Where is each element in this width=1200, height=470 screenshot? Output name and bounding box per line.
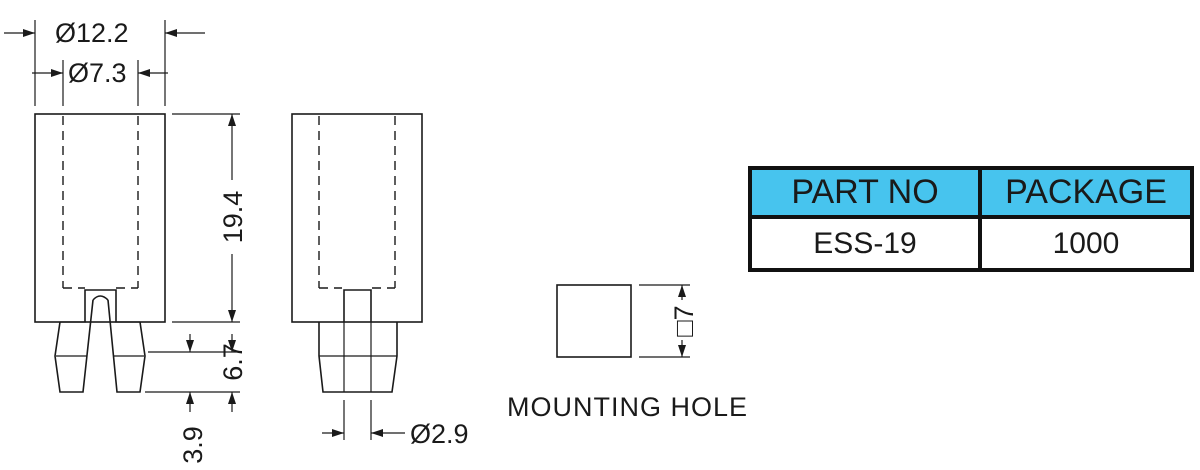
side-view <box>291 113 423 393</box>
dim-pin-diameter: Ø2.9 <box>322 400 469 449</box>
outer-diameter-label: Ø12.2 <box>55 18 129 48</box>
pin-diameter-label: Ø2.9 <box>410 419 469 449</box>
mounting-hole-square <box>556 284 632 358</box>
side-view-body <box>291 113 423 323</box>
table-header-row: PART NO PACKAGE <box>752 170 1190 219</box>
parts-table: PART NO PACKAGE ESS-19 1000 <box>748 166 1194 272</box>
table-row: ESS-19 1000 <box>752 219 1190 268</box>
front-view-slot <box>84 289 117 322</box>
front-view-right-leg <box>107 299 146 393</box>
dim-body-height: 19.4 <box>172 113 248 323</box>
table-cell-package: 1000 <box>982 219 1190 268</box>
dim-outer-diameter: Ø12.2 <box>4 18 205 106</box>
side-view-pin <box>318 322 398 393</box>
dim-leg-height: 6.7 <box>145 334 248 412</box>
tip-height-label: 3.9 <box>178 426 208 464</box>
front-view-left-leg <box>54 299 94 393</box>
table-header-package: PACKAGE <box>982 170 1190 215</box>
front-view-body <box>34 113 166 323</box>
table-header-part-no: PART NO <box>752 170 982 215</box>
hole-size-label: □7 <box>669 305 699 336</box>
dim-tip-height: 3.9 <box>178 392 208 464</box>
table-cell-part-no: ESS-19 <box>752 219 982 268</box>
mounting-hole: □7 MOUNTING HOLE <box>507 284 748 422</box>
dim-inner-diameter: Ø7.3 <box>32 58 168 106</box>
mounting-hole-label: MOUNTING HOLE <box>507 392 748 422</box>
front-view <box>34 113 166 393</box>
body-height-label: 19.4 <box>218 191 248 244</box>
inner-diameter-label: Ø7.3 <box>68 58 127 88</box>
leg-height-label: 6.7 <box>218 343 248 381</box>
